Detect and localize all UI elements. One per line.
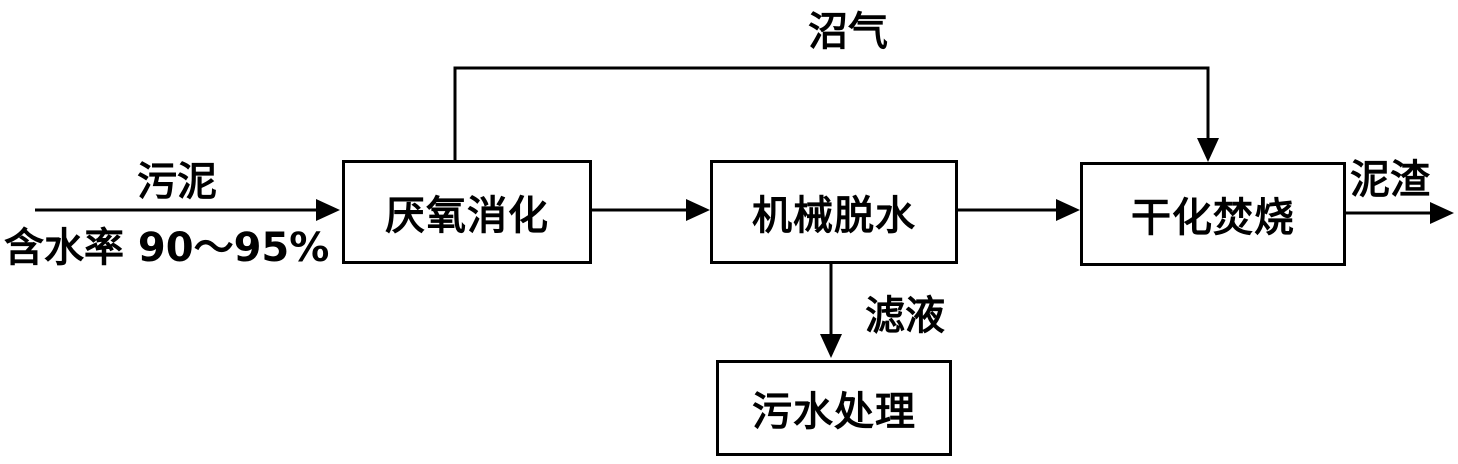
filtrate-label: 滤液: [865, 293, 945, 339]
mechanical-dewatering-label: 机械脱水: [752, 193, 916, 239]
drying-incineration-label: 干化焚烧: [1131, 195, 1295, 241]
moisture-content-label: 含水率 90～95%: [4, 225, 330, 271]
mechanical-dewatering-box: 机械脱水: [710, 160, 958, 264]
sludge-label: 污泥: [137, 159, 217, 205]
filtrate-arrow: [820, 264, 842, 358]
drying-incineration-box: 干化焚烧: [1080, 162, 1346, 266]
anaerobic-digestion-box: 厌氧消化: [342, 160, 592, 264]
dewatering-to-incineration-arrow: [958, 199, 1080, 221]
sewage-treatment-box: 污水处理: [716, 360, 952, 456]
digestion-to-dewatering-arrow: [592, 199, 710, 221]
residue-label: 泥渣: [1350, 157, 1430, 203]
residue-arrow: [1346, 202, 1454, 224]
inlet-arrow: [35, 199, 340, 221]
anaerobic-digestion-label: 厌氧消化: [385, 193, 549, 239]
biogas-arrow: [453, 66, 1219, 162]
sewage-treatment-label: 污水处理: [752, 389, 916, 435]
biogas-label: 沼气: [808, 9, 888, 55]
